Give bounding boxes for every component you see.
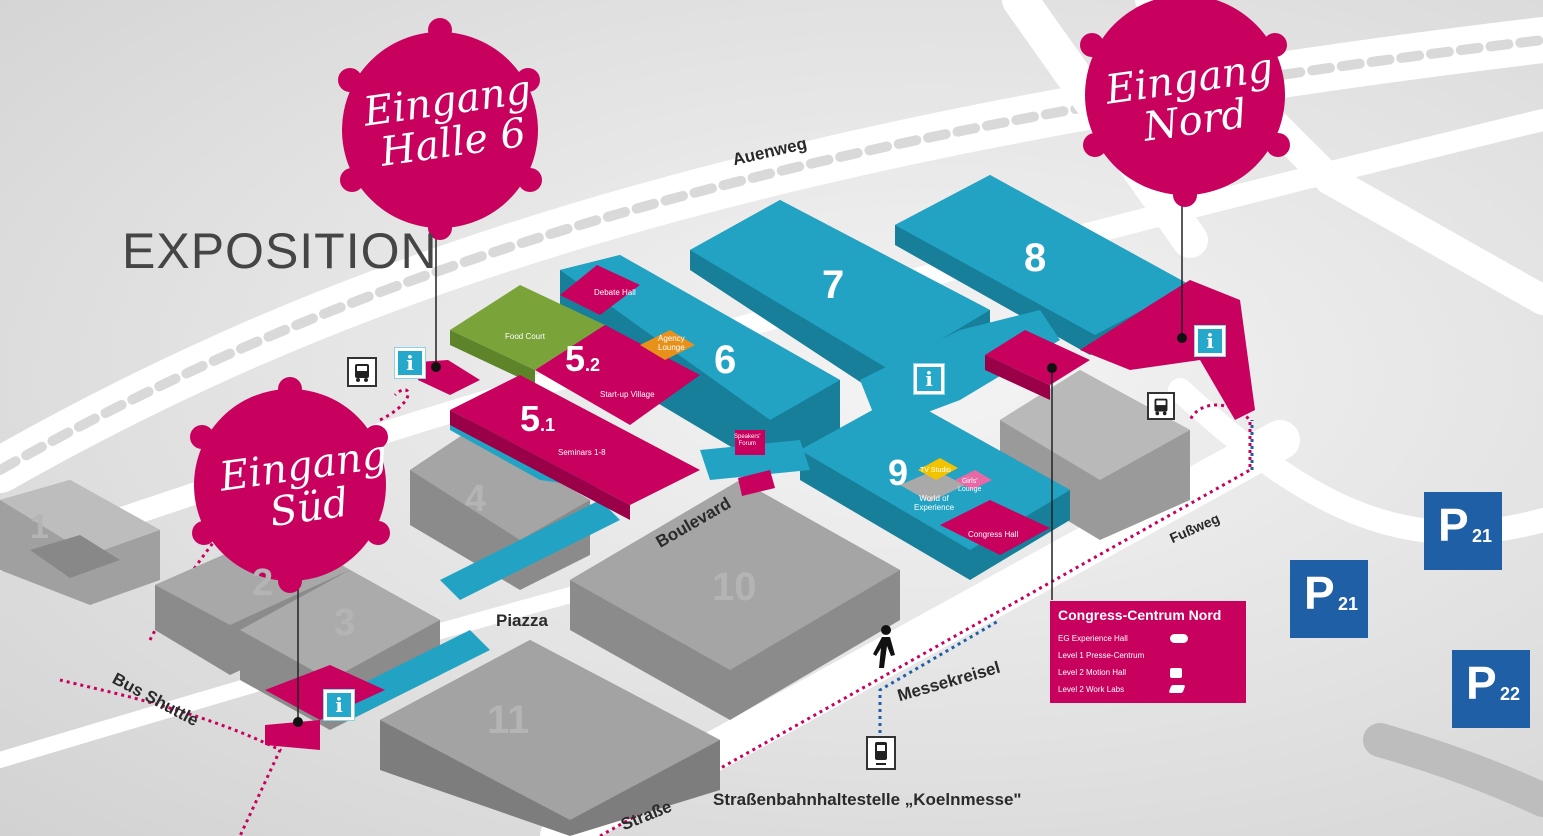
congress-hall-label: Congress Hall [968,530,1019,539]
parking-p21-a-number: 21 [1338,594,1359,614]
parking-p21-b[interactable]: P 21 [1424,492,1502,570]
agency-lounge-line2: Lounge [658,343,685,352]
hall-3-number: 3 [334,602,356,644]
startup-village-label: Start-up Village [600,390,655,399]
motion-hall-icon [1170,668,1182,678]
hall-2-number: 2 [252,562,274,604]
hall-5-1-sub: .1 [540,415,556,435]
tv-studio-label: TV Studio [920,467,951,474]
pin-dots [293,333,1187,727]
work-labs-icon [1168,685,1186,693]
world-of-experience-line2: Experience [914,503,955,512]
tram-stop-label: Straßenbahnhaltestelle „Koelnmesse" [713,790,1022,809]
girls-lounge-line1: Girls' [961,478,978,485]
hall-6-number: 6 [714,338,737,382]
speakers-forum-line1: Speakers' [734,434,761,440]
feature-areas [265,265,1255,750]
agency-lounge-line1: Agency [658,334,685,343]
hall-9-number: 9 [888,452,909,493]
congress-centrum-legend: Congress-Centrum Nord EG Experience Hall… [1050,601,1246,703]
hall-1-number: 1 [30,508,49,546]
cc-item-1: Level 1 Presse-Centrum [1058,651,1145,660]
hall-5-2-main: 5 [565,338,586,379]
pedestrian-icon [873,625,895,668]
entrance-seals [194,0,1285,581]
hall-5-1-main: 5 [520,398,541,439]
parking-p22[interactable]: P 22 [1452,650,1530,728]
seminars-label: Seminars 1-8 [558,448,606,457]
seal-teeth [190,0,1290,593]
agency-lounge-label: Agency Lounge [658,334,685,352]
hall-5-1-number: 5.1 [520,398,555,440]
cc-item-3: Level 2 Work Labs [1058,685,1125,694]
girls-lounge-label: Girls' Lounge [958,478,981,494]
speakers-forum-line2: Forum [738,441,756,447]
bus-stop-nord-icon[interactable] [1147,392,1175,420]
parking-p21-b-number: 21 [1472,526,1493,546]
experience-hall-icon [1170,634,1188,643]
info-marker-sued[interactable]: i [324,690,354,720]
world-of-experience-line1: World of [919,494,949,503]
hall-5-2-sub: .2 [585,355,601,375]
congress-centrum-title: Congress-Centrum Nord [1058,607,1222,623]
cc-item-0: EG Experience Hall [1058,634,1128,643]
parking-p22-number: 22 [1500,684,1521,704]
info-marker-halle6[interactable]: i [395,348,425,378]
hall-5-2-number: 5.2 [565,338,600,380]
tram-stop-icon[interactable] [866,736,896,770]
speakers-forum-label: Speakers' Forum [734,434,761,448]
hall-8-number: 8 [1024,236,1047,280]
hall-4-number: 4 [465,478,487,520]
bus-stop-icon[interactable] [347,357,377,387]
parking-p21-a[interactable]: P 21 [1290,560,1368,638]
girls-lounge-line2: Lounge [958,486,982,493]
parking-p22-letter: P [1466,657,1497,709]
pin-lines [297,190,1183,720]
hall-7-number: 7 [822,263,845,307]
parking-p21-a-letter: P [1304,567,1335,619]
info-marker-center[interactable]: i [914,364,944,394]
info-marker-nord[interactable]: i [1195,326,1225,356]
food-court-label: Food Court [505,332,546,341]
hall-11-number: 11 [487,698,530,742]
world-of-experience-label: World of Experience [914,494,954,512]
cc-item-2: Level 2 Motion Hall [1058,668,1127,677]
map-title: EXPOSITION [122,223,438,279]
parking-p21-b-letter: P [1438,499,1469,551]
debate-hall-label: Debate Hall [594,288,636,297]
road-piazza: Piazza [496,611,548,630]
hall-10-number: 10 [712,565,757,609]
